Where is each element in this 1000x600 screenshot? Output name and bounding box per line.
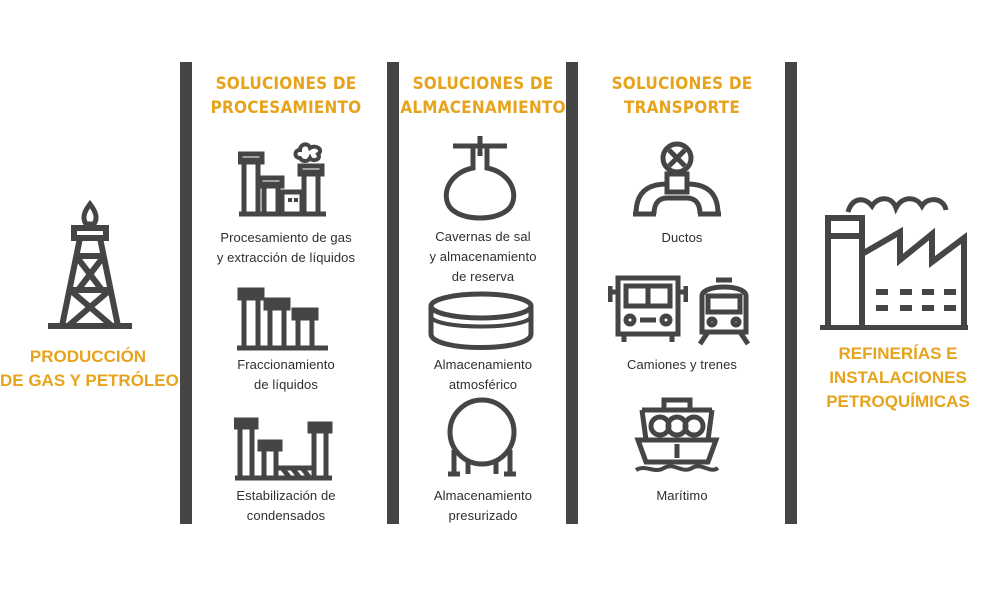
column-processing-title: SOLUCIONES DE PROCESAMIENTO bbox=[196, 72, 376, 120]
condensate-label: Estabilización de condensados bbox=[196, 486, 376, 526]
gas-processing-label-line1: Procesamiento de gas bbox=[220, 230, 352, 245]
truck-train-label-line1: Camiones y trenes bbox=[626, 357, 738, 372]
divider-1 bbox=[180, 62, 192, 524]
divider-4 bbox=[785, 62, 797, 524]
oil-derrick-icon bbox=[40, 198, 140, 332]
pressurized-label: Almacenamiento presurizado bbox=[400, 486, 566, 526]
maritime-label-line1: Marítimo bbox=[656, 488, 708, 503]
salt-cavern-label-line2: y almacenamiento bbox=[429, 249, 537, 264]
divider-2 bbox=[387, 62, 399, 524]
salt-cavern-label-line3: de reserva bbox=[451, 269, 515, 284]
train-icon bbox=[696, 276, 752, 346]
truck-train-label: Camiones y trenes bbox=[580, 355, 784, 375]
column-processing-title-line2: PROCESAMIENTO bbox=[210, 98, 362, 118]
refineries-label: REFINERÍAS E INSTALACIONES PETROQUÍMICAS bbox=[800, 342, 996, 414]
pressurized-sphere-icon bbox=[440, 394, 524, 480]
gas-processing-label: Procesamiento de gas y extracción de líq… bbox=[196, 228, 376, 268]
column-processing-title-line1: SOLUCIONES DE bbox=[215, 74, 357, 94]
atmospheric-tank-icon bbox=[426, 290, 536, 352]
refineries-line2: INSTALACIONES bbox=[829, 368, 967, 387]
truck-icon bbox=[608, 272, 688, 346]
refineries-line3: PETROQUÍMICAS bbox=[826, 392, 970, 411]
atmospheric-label: Almacenamiento atmosférico bbox=[400, 355, 566, 395]
refineries-line1: REFINERÍAS E bbox=[838, 344, 958, 363]
production-line2: DE GAS Y PETRÓLEO bbox=[0, 371, 179, 390]
pipeline-label: Ductos bbox=[580, 228, 784, 248]
divider-3 bbox=[566, 62, 578, 524]
pressurized-label-line1: Almacenamiento bbox=[433, 488, 533, 503]
column-transport-title-line1: SOLUCIONES DE bbox=[611, 74, 753, 94]
gas-processing-plant-icon bbox=[238, 140, 328, 218]
pipeline-valve-icon bbox=[632, 140, 722, 220]
column-transport-title: SOLUCIONES DE TRANSPORTE bbox=[580, 72, 784, 120]
fractionation-label-line2: de líquidos bbox=[254, 377, 318, 392]
condensate-label-line2: condensados bbox=[246, 508, 326, 523]
production-label: PRODUCCIÓN DE GAS Y PETRÓLEO bbox=[0, 345, 179, 393]
production-line1: PRODUCCIÓN bbox=[29, 347, 147, 366]
maritime-label: Marítimo bbox=[580, 486, 784, 506]
gas-processing-label-line2: y extracción de líquidos bbox=[216, 250, 356, 265]
condensate-stabilization-icon bbox=[234, 416, 334, 482]
column-storage-title: SOLUCIONES DE ALMACENAMIENTO bbox=[400, 72, 566, 120]
pipeline-label-line1: Ductos bbox=[661, 230, 703, 245]
salt-cavern-icon bbox=[437, 132, 523, 222]
column-storage-title-line2: ALMACENAMIENTO bbox=[400, 98, 566, 118]
factory-icon bbox=[818, 184, 970, 330]
fractionation-label-line1: Fraccionamiento bbox=[237, 357, 335, 372]
atmospheric-label-line2: atmosférico bbox=[448, 377, 518, 392]
atmospheric-label-line1: Almacenamiento bbox=[433, 357, 533, 372]
fractionation-towers-icon bbox=[236, 286, 332, 352]
ship-icon bbox=[632, 396, 722, 476]
fractionation-label: Fraccionamiento de líquidos bbox=[196, 355, 376, 395]
condensate-label-line1: Estabilización de bbox=[236, 488, 336, 503]
column-storage-title-line1: SOLUCIONES DE bbox=[412, 74, 554, 94]
salt-cavern-label: Cavernas de sal y almacenamiento de rese… bbox=[400, 227, 566, 287]
salt-cavern-label-line1: Cavernas de sal bbox=[435, 229, 531, 244]
column-transport-title-line2: TRANSPORTE bbox=[624, 98, 740, 118]
pressurized-label-line2: presurizado bbox=[448, 508, 518, 523]
